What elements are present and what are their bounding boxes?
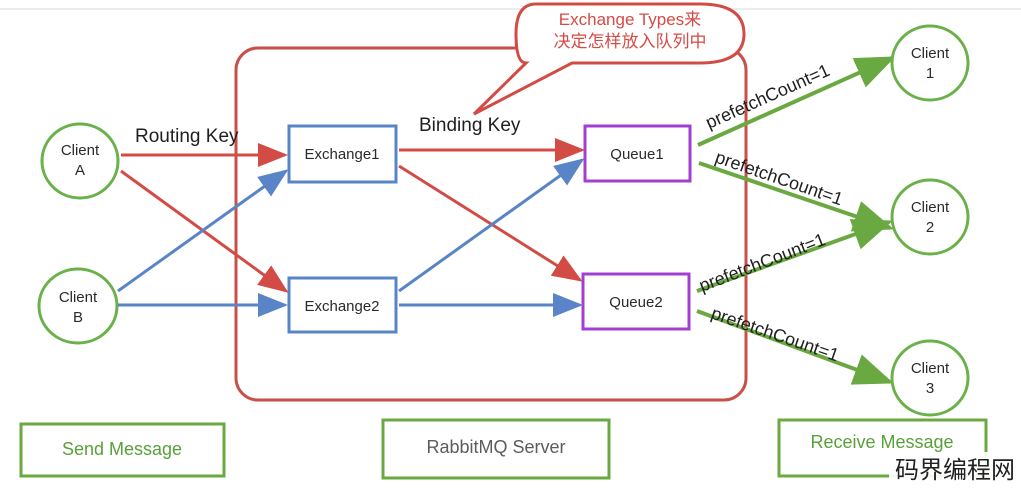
client-b-label-2: B: [73, 309, 83, 326]
client-2-label-2: 2: [926, 219, 934, 236]
send-message-box: [19, 422, 226, 478]
queue1-box: [583, 124, 692, 183]
callout-line-2: 决定怎样放入队列中: [554, 32, 707, 51]
send-message-label: Send Message: [62, 439, 182, 459]
prefetch-label-4: prefetchCount=1: [709, 303, 842, 365]
prefetch-label-2: prefetchCount=1: [713, 147, 846, 209]
arrow-client-b-to-exchange1: [117, 169, 289, 293]
queue2-label: Queue2: [609, 294, 662, 311]
queue2-box: [581, 272, 691, 331]
client-a-label-2: A: [75, 162, 85, 179]
binding-key-label: Binding Key: [419, 115, 521, 136]
arrow-queue1-to-client1: [697, 56, 896, 147]
prefetch-label-group-1: prefetchCount=1: [702, 60, 832, 133]
prefetch-label-group-2: prefetchCount=1: [713, 147, 846, 209]
client-b-label-1: Client: [59, 289, 98, 306]
client-3-label-2: 3: [926, 380, 934, 397]
callout-line-1: Exchange Types来: [559, 10, 701, 29]
prefetch-label-3: prefetchCount=1: [696, 229, 828, 296]
queue1-label: Queue1: [610, 146, 663, 163]
exchange2-label: Exchange2: [304, 298, 379, 315]
client-b-node: [37, 267, 119, 345]
arrow-exchange2-to-queue1: [398, 158, 585, 293]
client-1-node: [890, 24, 970, 102]
client-1-label-1: Client: [911, 45, 950, 62]
prefetch-label-group-3: prefetchCount=1: [696, 229, 828, 296]
receive-message-label: Receive Message: [810, 432, 953, 452]
prefetch-label-group-4: prefetchCount=1: [709, 303, 842, 365]
arrow-queue2-to-client3: [696, 309, 894, 385]
client-3-node: [890, 339, 970, 417]
client-1-label-2: 1: [926, 65, 934, 82]
rabbitmq-server-box: [381, 418, 611, 480]
watermark-text: 码界编程网: [895, 457, 1015, 484]
client-2-label-1: Client: [911, 199, 950, 216]
client-a-label-1: Client: [61, 142, 100, 159]
exchange2-box: [287, 276, 398, 334]
client-a-node: [40, 122, 120, 200]
rabbitmq-server-boundary: [234, 46, 748, 402]
client-2-node: [890, 178, 970, 256]
watermark-background: [889, 452, 1021, 490]
rabbitmq-server-label: RabbitMQ Server: [426, 437, 565, 457]
prefetch-label-1: prefetchCount=1: [702, 60, 832, 133]
client-3-label-1: Client: [911, 360, 950, 377]
exchange-types-callout: [472, 2, 746, 116]
arrow-queue1-to-client2: [698, 161, 894, 232]
routing-key-label: Routing Key: [135, 126, 239, 147]
arrow-queue2-to-client2: [696, 219, 893, 293]
arrow-exchange1-to-queue2: [398, 164, 583, 282]
exchange1-box: [287, 124, 398, 184]
exchange1-label: Exchange1: [304, 146, 379, 163]
